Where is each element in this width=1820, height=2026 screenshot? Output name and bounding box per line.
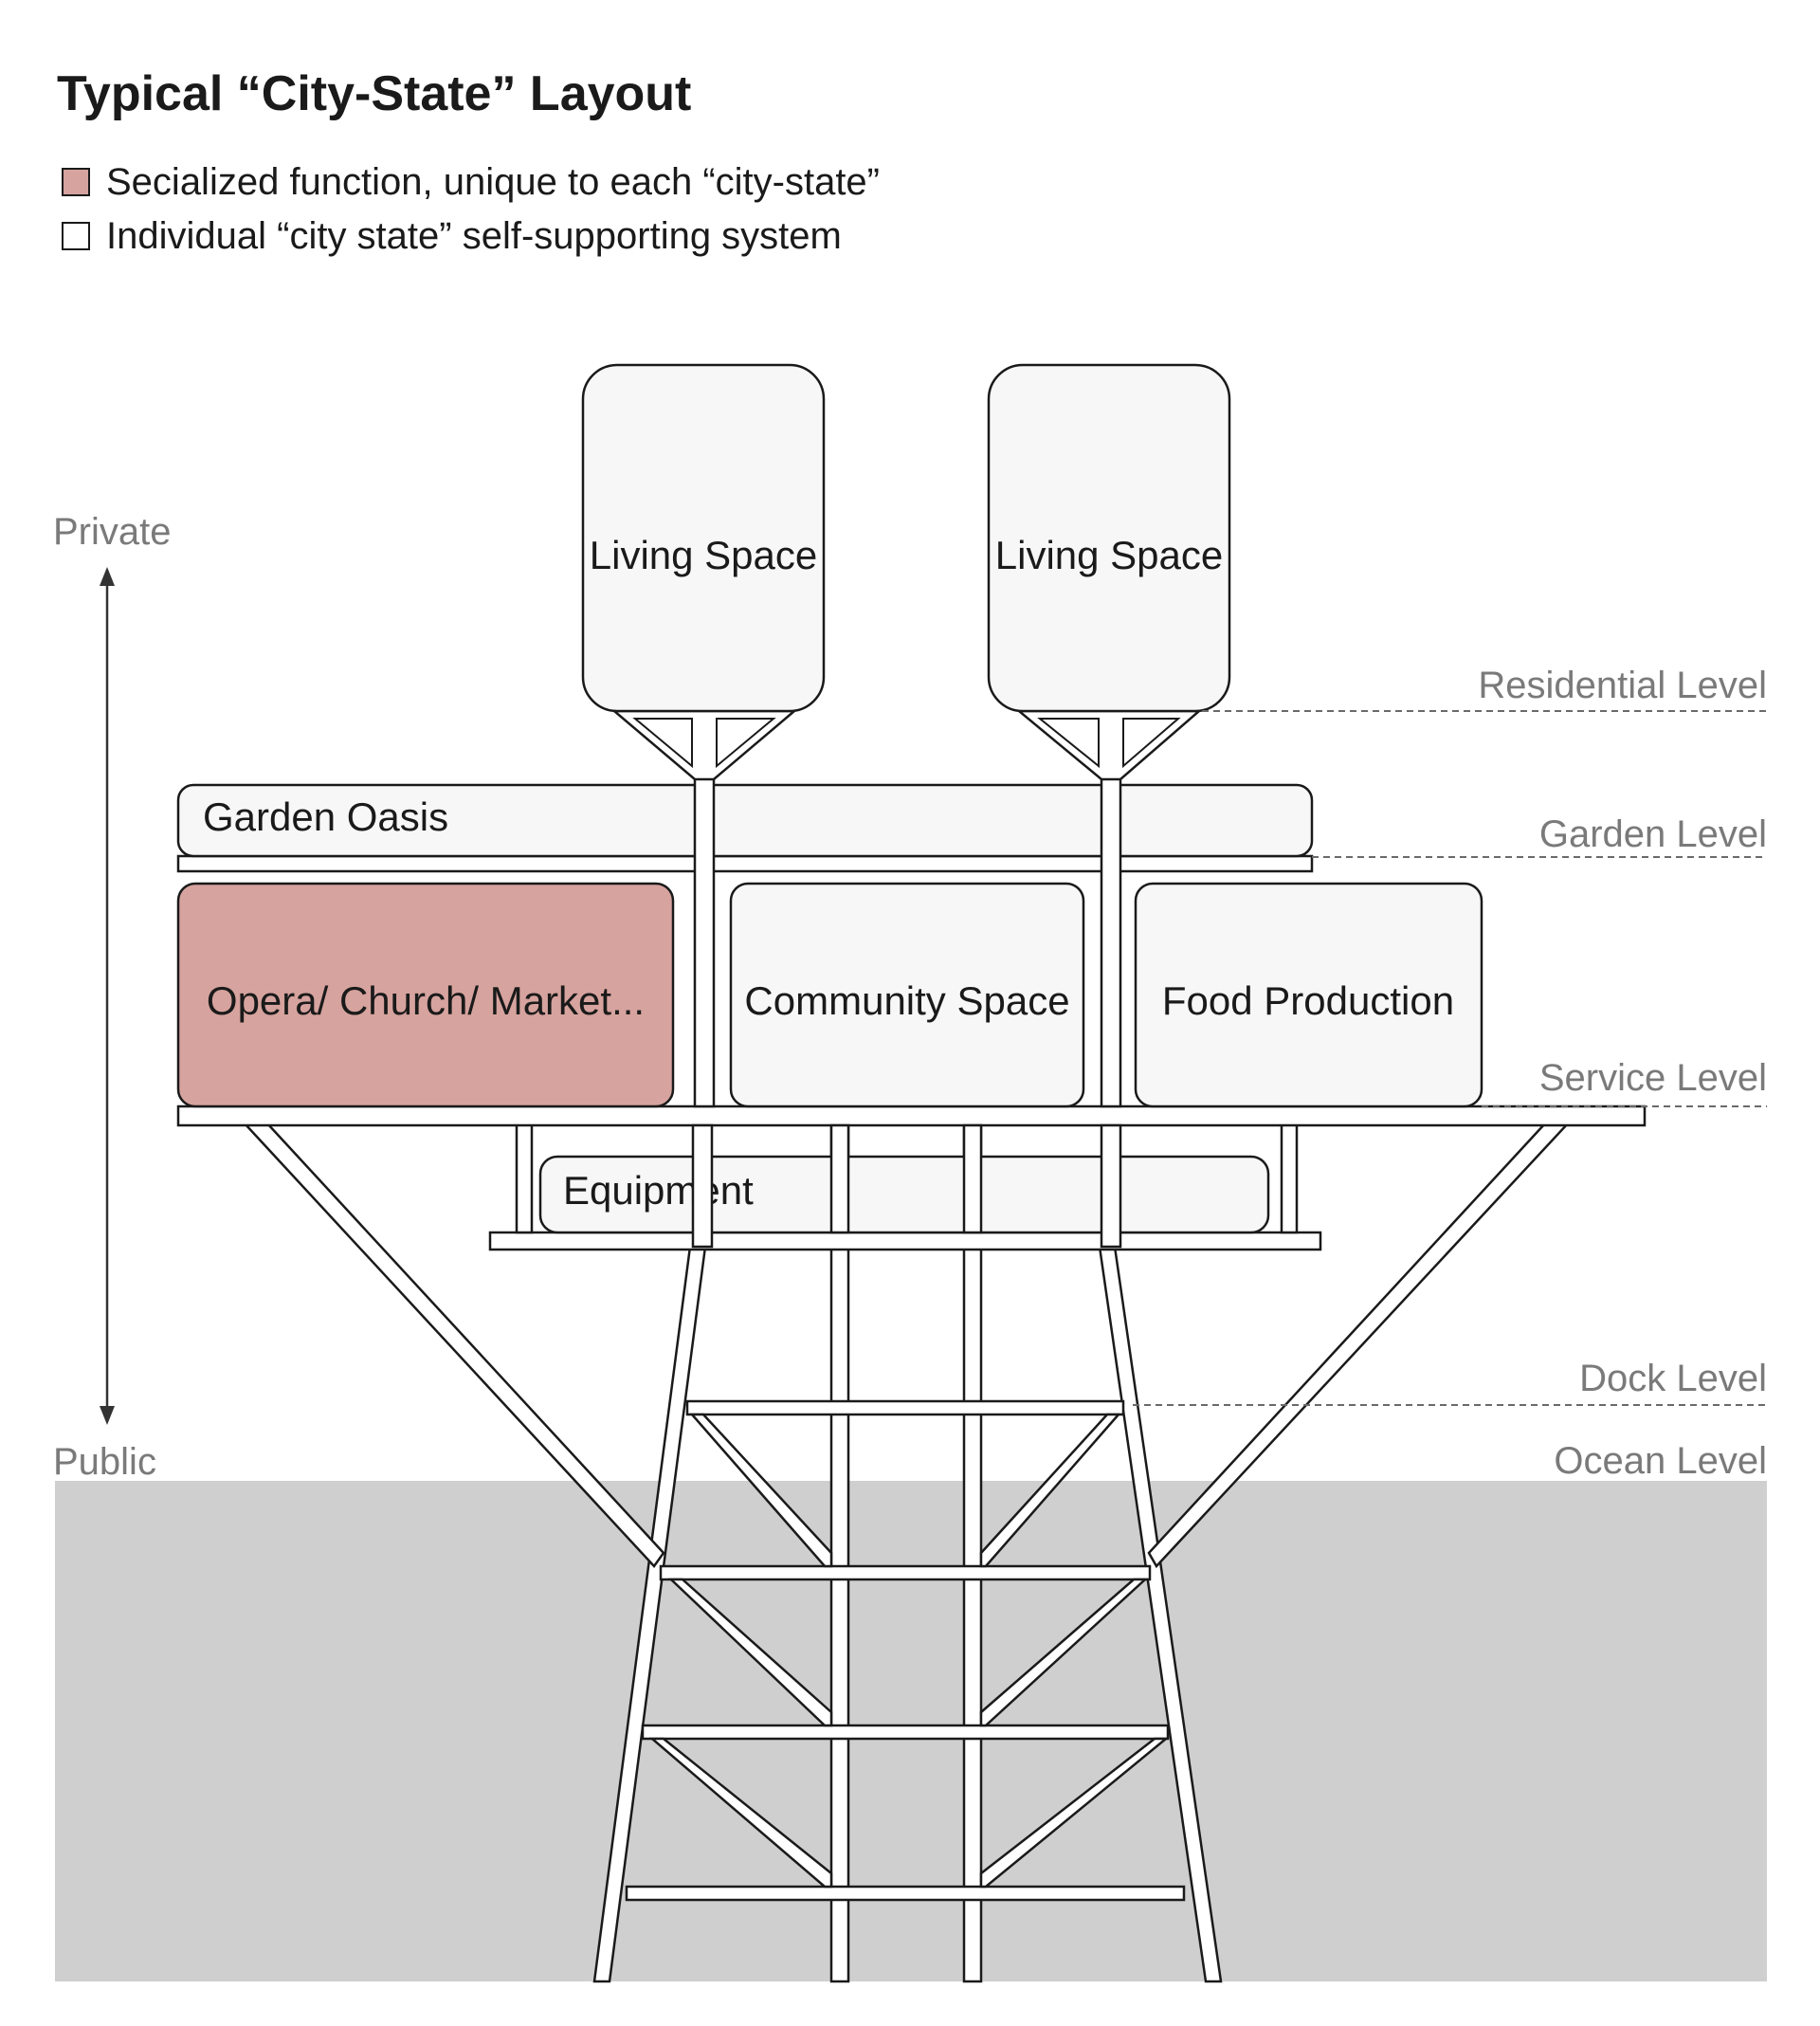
- equipment-platform: [488, 1231, 1322, 1251]
- community-space-room: [729, 882, 1085, 1108]
- equipment-supports: [515, 1122, 1299, 1234]
- axis-label-public: Public: [53, 1441, 156, 1483]
- garden-oasis-room: [176, 783, 1314, 858]
- community-space-label: Community Space: [744, 978, 1069, 1023]
- diagram-title: Typical “City-State” Layout: [57, 66, 691, 121]
- legend-item-self-supporting: Individual “city state” self-supporting …: [106, 215, 842, 257]
- ocean-level-label: Ocean Level: [1554, 1440, 1767, 1482]
- legend-swatch-specialized: [62, 168, 90, 196]
- axis-arrow-up: [100, 567, 115, 586]
- axis-arrow-down: [100, 1406, 115, 1425]
- service-platform: [176, 1104, 1647, 1127]
- residential-level-label: Residential Level: [1478, 665, 1767, 706]
- living-space-room-1: [581, 363, 826, 713]
- food-production-label: Food Production: [1162, 978, 1454, 1023]
- dock-level-label: Dock Level: [1579, 1358, 1767, 1399]
- food-production-room: [1134, 882, 1483, 1108]
- axis-label-private: Private: [53, 511, 172, 553]
- service-level-label: Service Level: [1539, 1057, 1767, 1099]
- equipment-label: Equipment: [563, 1168, 754, 1213]
- living-space-label-2: Living Space: [995, 533, 1224, 577]
- bracket-cutouts: [632, 718, 1181, 769]
- legend: Secialized function, unique to each “cit…: [62, 161, 880, 257]
- tower-structure: [242, 1122, 1571, 1983]
- garden-platform: [176, 854, 1314, 873]
- garden-oasis-label: Garden Oasis: [203, 794, 448, 839]
- specialized-function-label: Opera/ Church/ Market...: [207, 978, 645, 1023]
- garden-level-label: Garden Level: [1539, 813, 1767, 855]
- equipment-room: [538, 1155, 1270, 1234]
- legend-item-specialized: Secialized function, unique to each “cit…: [106, 161, 880, 203]
- living-space-room-2: [987, 363, 1231, 713]
- specialized-function-room: [176, 882, 675, 1108]
- living-space-label-1: Living Space: [590, 533, 818, 577]
- legend-swatch-self-supporting: [62, 222, 90, 250]
